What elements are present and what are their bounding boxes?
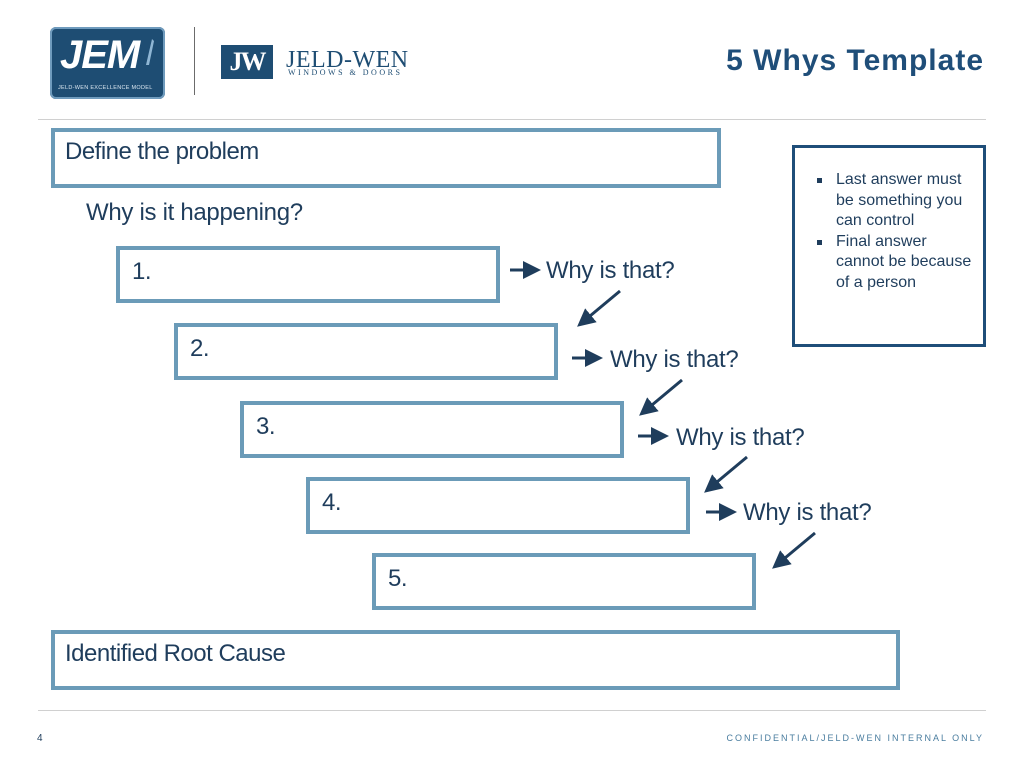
- diagonal-arrow-icon: [577, 289, 621, 327]
- step-box-1[interactable]: 1.: [116, 246, 500, 303]
- bullet-icon: [817, 239, 822, 245]
- jem-swoosh-icon: [146, 39, 154, 65]
- step-box-5[interactable]: 5.: [372, 553, 756, 610]
- why-label: Why is that?: [676, 424, 805, 451]
- step-label: 2.: [190, 335, 210, 362]
- why-label: Why is that?: [610, 346, 739, 373]
- jem-logo-text: JEM: [60, 33, 140, 77]
- step-label: 5.: [388, 565, 408, 592]
- notes-box: Last answer must be something you can co…: [792, 145, 986, 347]
- step-box-3[interactable]: 3.: [240, 401, 624, 458]
- diagonal-arrow-icon: [704, 455, 748, 493]
- note-item: Final answer cannot be because of a pers…: [815, 232, 975, 294]
- step-label: 3.: [256, 413, 276, 440]
- bullet-icon: [817, 178, 822, 183]
- root-cause-box[interactable]: Identified Root Cause: [51, 630, 900, 690]
- step-box-4[interactable]: 4.: [306, 477, 690, 534]
- step-label: 4.: [322, 489, 342, 516]
- header-rule: [38, 119, 986, 120]
- footer-rule: [38, 710, 986, 711]
- jw-logo-mark: JW: [221, 45, 273, 79]
- note-text: Last answer must be something you can co…: [836, 171, 963, 229]
- diagonal-arrow-icon: [639, 378, 683, 416]
- notes-list: Last answer must be something you can co…: [815, 170, 975, 293]
- note-item: Last answer must be something you can co…: [815, 170, 975, 232]
- problem-box-label: Define the problem: [65, 138, 259, 165]
- problem-box[interactable]: Define the problem: [51, 128, 721, 188]
- confidential-notice: CONFIDENTIAL/JELD-WEN INTERNAL ONLY: [726, 733, 984, 743]
- why-prompt: Why is it happening?: [86, 199, 303, 226]
- jem-logo: JEM JELD-WEN EXCELLENCE MODEL: [50, 27, 165, 99]
- jw-logo-name: JELD-WEN: [286, 47, 409, 73]
- step-box-2[interactable]: 2.: [174, 323, 558, 380]
- step-label: 1.: [132, 258, 152, 285]
- page-number: 4: [37, 733, 43, 744]
- header-divider: [194, 27, 195, 95]
- jw-logo-tagline: WINDOWS & DOORS: [288, 68, 403, 77]
- diagonal-arrow-icon: [772, 531, 816, 569]
- why-label: Why is that?: [743, 499, 872, 526]
- why-label: Why is that?: [546, 257, 675, 284]
- jem-logo-subtitle: JELD-WEN EXCELLENCE MODEL: [58, 85, 153, 91]
- root-cause-label: Identified Root Cause: [65, 640, 286, 667]
- note-text: Final answer cannot be because of a pers…: [836, 232, 972, 291]
- page-title: 5 Whys Template: [726, 44, 984, 77]
